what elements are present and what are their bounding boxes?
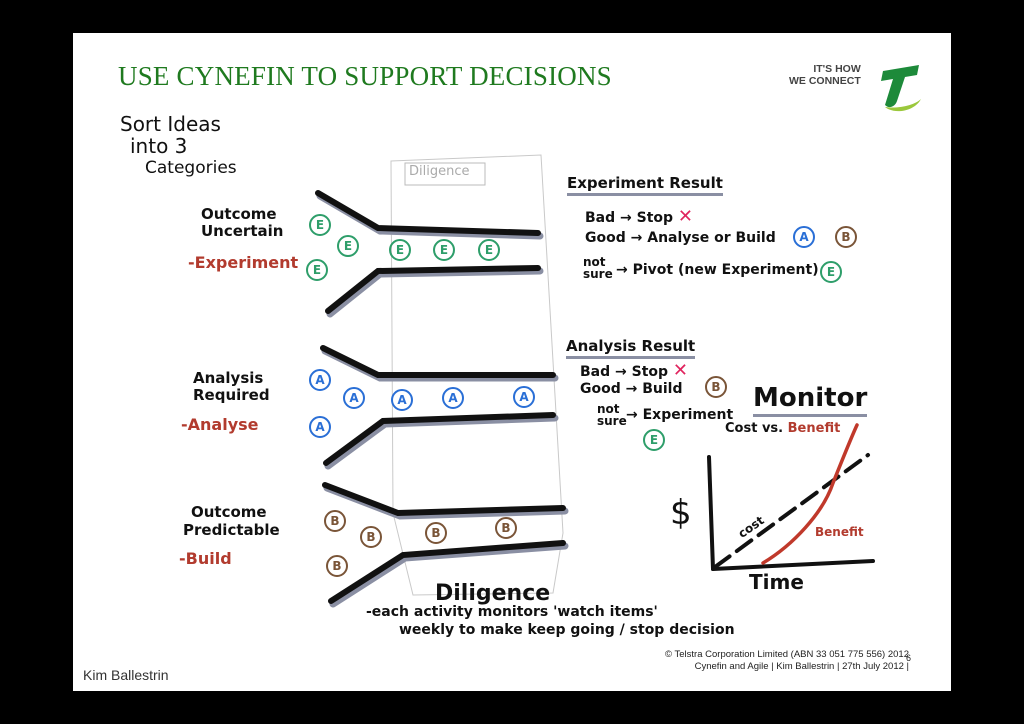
diligence-label-box xyxy=(404,162,486,186)
sort-heading-line-1: Sort Ideas xyxy=(120,112,221,136)
experiment-result-good: Good → Analyse or Build xyxy=(585,230,776,246)
sort-heading-line-3: Categories xyxy=(145,158,237,178)
badge-e: E xyxy=(643,429,665,451)
badge-e: E xyxy=(433,239,455,261)
experiment-result-pivot: → Pivot (new Experiment) xyxy=(616,262,819,278)
copyright-notice: © Telstra Corporation Limited (ABN 33 05… xyxy=(665,649,909,673)
category-build-action: -Build xyxy=(179,549,232,568)
stop-cross-icon: ✕ xyxy=(672,360,689,381)
funnel-build-top-ink xyxy=(322,482,566,517)
monitor-subtitle: Cost vs. Benefit xyxy=(725,421,840,436)
brand-tagline: IT'S HOW WE CONNECT xyxy=(789,63,861,87)
analysis-result-good: Good → Build xyxy=(580,381,683,397)
badge-a: A xyxy=(442,387,464,409)
badge-b: B xyxy=(324,510,346,532)
funnel-analysis-bottom-ink xyxy=(323,412,556,466)
category-experiment-line-1: Outcome xyxy=(201,205,277,223)
badge-a: A xyxy=(391,389,413,411)
monitor-title-text: Monitor xyxy=(753,383,868,417)
diligence-bottom-line-1: -each activity monitors 'watch items' xyxy=(366,604,658,620)
category-analysis-line-1: Analysis xyxy=(193,369,264,387)
monitor-subtitle-prefix: Cost vs. xyxy=(725,421,788,436)
funnel-experiment-bottom xyxy=(326,267,544,318)
slide: USE CYNEFIN TO SUPPORT DECISIONS IT'S HO… xyxy=(73,33,951,691)
monitor-cost-line xyxy=(713,453,870,569)
badge-e: E xyxy=(389,239,411,261)
experiment-result-title: Experiment Result xyxy=(567,174,723,196)
analysis-notsure-line-2: sure xyxy=(597,414,627,428)
sort-heading: Sort Ideas into 3 Categories xyxy=(120,113,237,179)
category-experiment-action: -Experiment xyxy=(188,253,299,272)
badge-b: B xyxy=(835,226,857,248)
slide-title: USE CYNEFIN TO SUPPORT DECISIONS xyxy=(118,61,612,91)
funnel-experiment-top-ink xyxy=(315,190,541,236)
category-analysis-line-2: Required xyxy=(193,386,270,404)
experiment-result-bad-text: Bad → Stop xyxy=(585,210,674,226)
monitor-y-axis xyxy=(707,455,715,571)
funnel-build-bottom-ink xyxy=(328,540,566,604)
category-experiment-label: Outcome Uncertain xyxy=(201,206,283,240)
badge-b: B xyxy=(705,376,727,398)
cynefin-diagram xyxy=(315,154,875,608)
monitor-benefit-curve xyxy=(761,423,859,565)
monitor-benefit-label: Benefit xyxy=(815,525,864,539)
funnel-experiment-bottom-ink xyxy=(325,265,541,314)
category-build-line-1: Outcome xyxy=(191,503,267,521)
badge-e: E xyxy=(478,239,500,261)
category-analysis-action: -Analyse xyxy=(181,415,259,434)
badge-b: B xyxy=(495,517,517,539)
badge-e: E xyxy=(820,261,842,283)
diligence-bottom-title: Diligence xyxy=(435,581,551,606)
tagline-line-1: IT'S HOW xyxy=(813,63,861,75)
analysis-result-title: Analysis Result xyxy=(566,337,696,359)
page-number: 6 xyxy=(906,653,912,663)
analysis-notsure-line-1: not xyxy=(597,402,620,416)
experiment-result-notsure: not sure xyxy=(583,256,613,280)
analysis-result-bad-text: Bad → Stop xyxy=(580,364,669,380)
monitor-x-axis xyxy=(711,559,875,571)
funnel-analysis-top-ink xyxy=(320,345,556,378)
telstra-logo-icon xyxy=(881,65,921,112)
category-experiment-line-2: Uncertain xyxy=(201,222,284,240)
badge-b: B xyxy=(360,526,382,548)
diligence-top-label: Diligence xyxy=(409,164,470,179)
badge-a: A xyxy=(309,416,331,438)
analysis-result-notsure: not sure xyxy=(597,403,627,427)
experiment-result-title-text: Experiment Result xyxy=(567,174,723,196)
funnel-analysis-bottom xyxy=(324,414,559,470)
tagline-line-2: WE CONNECT xyxy=(789,75,861,87)
category-build-line-2: Predictable xyxy=(183,521,280,539)
experiment-result-bad: Bad → Stop ✕ xyxy=(585,206,693,227)
badge-a: A xyxy=(343,387,365,409)
badge-b: B xyxy=(326,555,348,577)
badge-e: E xyxy=(309,214,331,236)
funnel-build-bottom xyxy=(329,542,569,608)
badge-e: E xyxy=(306,259,328,281)
monitor-x-label: Time xyxy=(749,570,804,594)
badge-a: A xyxy=(793,226,815,248)
copyright-line-1: © Telstra Corporation Limited (ABN 33 05… xyxy=(665,649,909,660)
category-analysis-label: Analysis Required xyxy=(193,370,270,404)
experiment-result-good-text: Good → Analyse or Build xyxy=(585,230,776,246)
diligence-bottom-line-2: weekly to make keep going / stop decisio… xyxy=(399,622,735,638)
badge-a: A xyxy=(513,386,535,408)
experiment-notsure-line-1: not xyxy=(583,255,606,269)
experiment-notsure-line-2: sure xyxy=(583,267,613,281)
analysis-result-title-text: Analysis Result xyxy=(566,337,696,359)
category-build-label: Outcome Predictable xyxy=(183,503,280,539)
badge-a: A xyxy=(309,369,331,391)
stop-cross-icon: ✕ xyxy=(677,206,694,227)
author-name: Kim Ballestrin xyxy=(83,667,169,683)
analysis-result-experiment: → Experiment xyxy=(626,407,734,423)
monitor-subtitle-benefit: Benefit xyxy=(787,421,841,436)
sort-heading-line-2: into 3 xyxy=(130,134,188,158)
badge-b: B xyxy=(425,522,447,544)
badge-e: E xyxy=(337,235,359,257)
analysis-result-bad: Bad → Stop ✕ xyxy=(580,360,688,381)
monitor-y-label: $ xyxy=(670,493,692,533)
monitor-title: Monitor xyxy=(753,383,868,417)
copyright-line-2: Cynefin and Agile | Kim Ballestrin | 27t… xyxy=(694,661,909,672)
